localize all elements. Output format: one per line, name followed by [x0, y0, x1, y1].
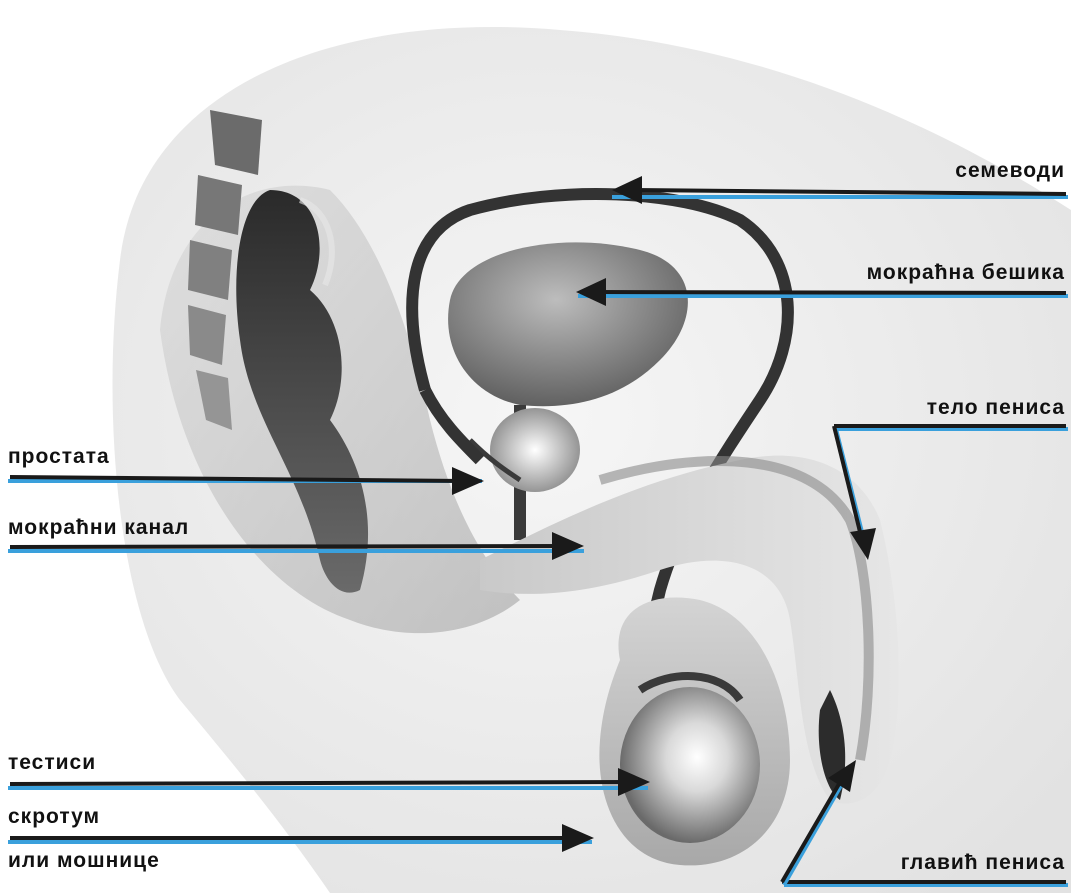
label-vas-deferens: семеводи [955, 160, 1065, 181]
label-penis-body: тело пениса [927, 397, 1065, 418]
label-prostate: простата [8, 446, 110, 467]
label-scrotum: скротум [8, 806, 100, 827]
label-scrotum-alt: или мошнице [8, 850, 160, 871]
label-bladder: мокраћна бешика [867, 262, 1065, 283]
label-urethra: мокраћни канал [8, 517, 189, 538]
label-testes: тестиси [8, 752, 96, 773]
label-glans: главић пениса [901, 852, 1065, 873]
